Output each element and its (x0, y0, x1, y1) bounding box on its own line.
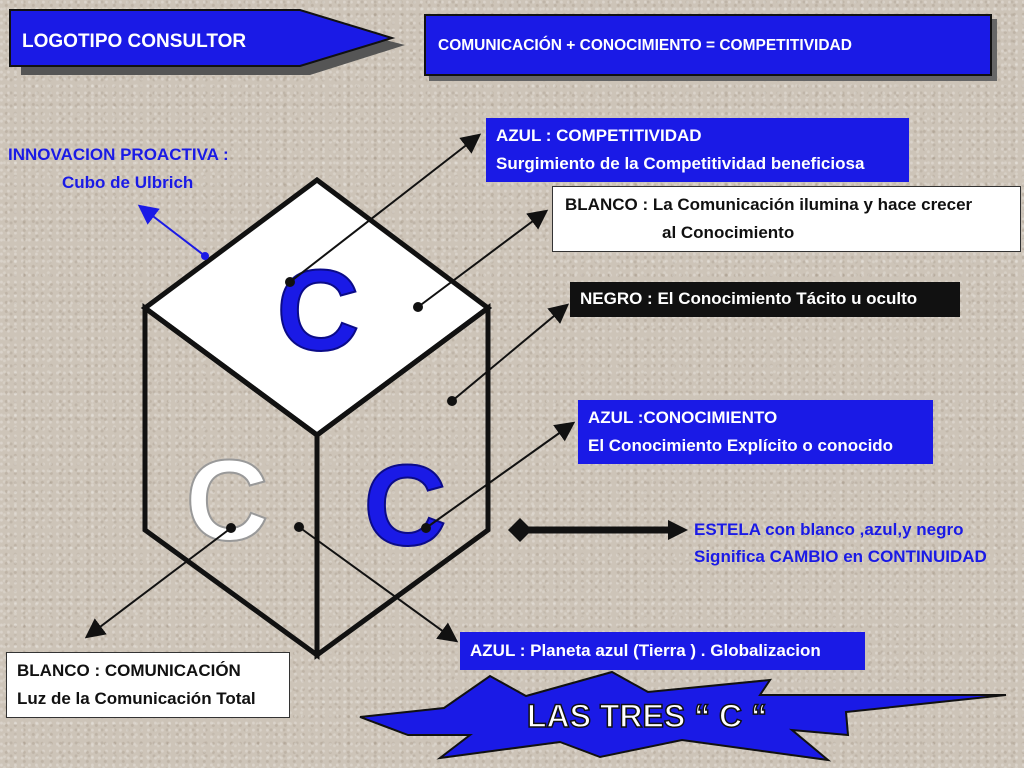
header-left-label: LOGOTIPO CONSULTOR (22, 31, 247, 52)
callout-estela-line2: Significa CAMBIO en CONTINUIDAD (694, 547, 987, 566)
connector-blanco (417, 209, 549, 308)
cube-letter-top: C (276, 247, 359, 375)
callout-azul-planeta-text: AZUL : Planeta azul (Tierra ) . Globaliz… (470, 641, 821, 660)
banner-text: LAS TRES “ C “ (527, 698, 767, 734)
header-right-label: COMUNICACIÓN + CONOCIMIENTO = COMPETITIV… (438, 37, 852, 54)
header-right-box: COMUNICACIÓN + CONOCIMIENTO = COMPETITIV… (424, 14, 992, 76)
callout-blanco-line2: al Conocimiento (662, 223, 795, 242)
callout-negro-text: NEGRO : El Conocimiento Tácito u oculto (580, 289, 918, 308)
callout-azul-competitividad: AZUL : COMPETITIVIDAD Surgimiento de la … (486, 118, 909, 182)
connector-azul-conocimiento (425, 421, 576, 529)
innovacion-line1: INNOVACION PROACTIVA : (8, 145, 229, 164)
callout-azul-competitividad-line1: AZUL : COMPETITIVIDAD (496, 126, 702, 145)
banner-starburst (359, 670, 1007, 762)
estela-arrow (508, 518, 688, 542)
cube-letter-left: C (185, 437, 268, 565)
callout-blanco-comunicacion-line1: BLANCO : COMUNICACIÓN (17, 661, 241, 680)
callout-blanco-comunicacion: BLANCO : COMUNICACIÓN Luz de la Comunica… (6, 652, 290, 718)
callout-blanco-comunicacion-line2: Luz de la Comunicación Total (17, 689, 256, 708)
callout-azul-competitividad-line2: Surgimiento de la Competitividad benefic… (496, 154, 865, 173)
callout-azul-conocimiento: AZUL :CONOCIMIENTO El Conocimiento Explí… (578, 400, 933, 464)
callout-estela-line1: ESTELA con blanco ,azul,y negro (694, 520, 964, 539)
cube-right-face (314, 303, 491, 660)
connector-blanco-comunicacion (84, 527, 232, 639)
callout-azul-conocimiento-line1: AZUL :CONOCIMIENTO (588, 408, 778, 427)
callout-azul-conocimiento-line2: El Conocimiento Explícito o conocido (588, 436, 894, 455)
innovacion-arrow (137, 204, 209, 260)
innovacion-line2: Cubo de Ulbrich (62, 173, 194, 192)
cube-letter-right: C (363, 442, 446, 570)
callout-blanco-line1: BLANCO : La Comunicación ilumina y hace … (565, 195, 973, 214)
header-arrow-shape (9, 9, 405, 75)
connector-lines (84, 133, 576, 643)
ulbrich-cube (140, 176, 493, 660)
connector-planeta (298, 526, 459, 643)
connector-azul-competitividad (289, 133, 482, 283)
callout-negro: NEGRO : El Conocimiento Tácito u oculto (570, 282, 960, 317)
connector-negro (451, 303, 570, 402)
callout-blanco-comunicacion-conocimiento: BLANCO : La Comunicación ilumina y hace … (552, 186, 1021, 252)
callout-azul-planeta: AZUL : Planeta azul (Tierra ) . Globaliz… (460, 632, 865, 670)
